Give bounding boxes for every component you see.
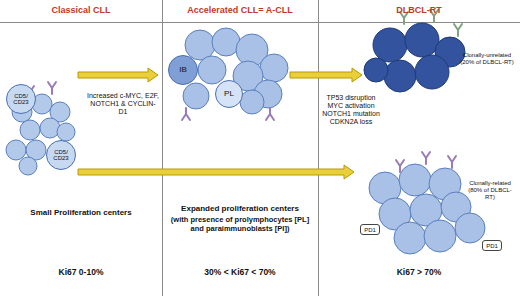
text-holder: CD5/ CD23 [50,149,72,162]
text-holder: PD1 [486,243,498,249]
text-holder: IB [179,66,187,74]
annotation-text: Clonally-related (80% of DLBCL-RT) [464,180,516,201]
annotation-text: Small Proliferation centers [4,208,158,217]
unrelated-cells [364,23,465,92]
cell-circle: CD5/ CD23 [46,140,76,170]
cell-label: CD5/ CD23 [13,93,28,105]
stage-title: Accelerated CLL= A-CLL [162,5,318,15]
annotation-text: Expanded proliferation centers [166,204,314,213]
cell-circle: PL [215,80,243,108]
annotation-text: Clonally-unrelated (20% of DLBCL-RT) [458,52,516,66]
stage-title: DLBCL-RT [318,5,520,15]
text-holder: PL [224,90,234,98]
cell-label: CD5/ CD23 [53,149,68,161]
stage-column: Classical CLLCD5/ CD23CD5/ CD23 [0,0,162,296]
annotation-text: 30% < Ki67 < 70% [166,268,314,278]
stage-title: Classical CLL [0,5,162,15]
pd1-marker: PD1 [482,240,502,251]
annotation-text: Increased c-MYC, E2F, NOTCH1 & CYCLIN-D1 [86,92,160,116]
text-holder: CD5/ CD23 [10,93,32,106]
annotation-text: Ki67 0-10% [4,268,158,278]
aclll-cells [183,28,288,114]
cell-label: IB [179,65,187,74]
pd1-marker: PD1 [360,224,380,235]
cell-circle: IB [168,55,198,85]
annotation-text: (with presence of prolymphocytes [PL] an… [170,216,310,233]
stage-column: Accelerated CLL= A-CLL IB PL [162,0,318,296]
stage-column: DLBCL-RTPD1PD1 [318,0,520,296]
cell-label: PL [224,89,234,98]
related-cells [369,164,485,254]
marker-label: PD1 [486,243,498,249]
progression-arrows [78,68,362,179]
cell-circle: CD5/ CD23 [6,84,36,114]
annotation-text: Ki67 > 70% [322,268,516,278]
marker-label: PD1 [364,227,376,233]
annotation-text: TP53 disruption MYC activation NOTCH1 mu… [322,94,380,126]
text-holder: PD1 [364,227,376,233]
